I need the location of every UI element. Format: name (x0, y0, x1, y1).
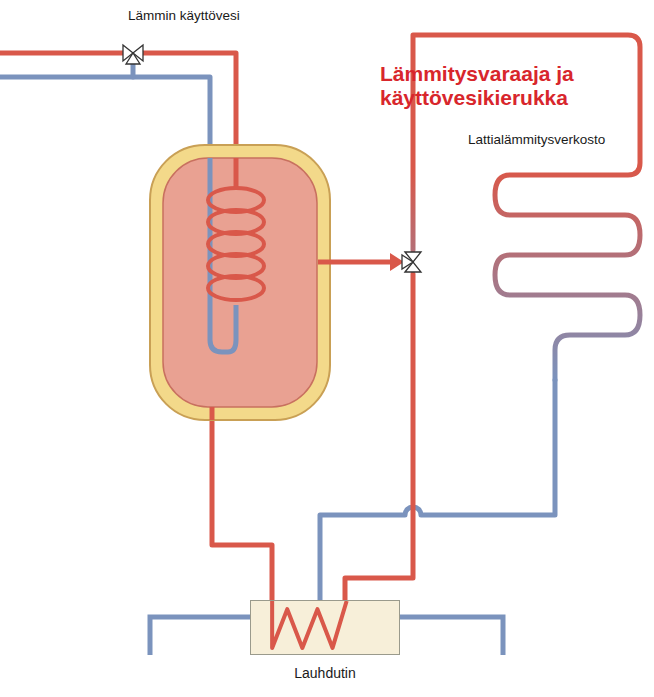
coil (208, 188, 264, 300)
node-label: Lauhdutin (250, 665, 400, 681)
condenser-coil (251, 601, 399, 654)
three-way-valve (402, 252, 421, 272)
flow-arrow (318, 260, 392, 265)
tank-water (163, 158, 317, 407)
pipe-label: Lämmin käyttövesi (128, 8, 240, 23)
coil-outlet (234, 158, 239, 190)
return-pipe (320, 380, 555, 600)
coil-loop (208, 276, 264, 300)
diagram-title: Lämmitysvaraaja ja käyttövesikierukka (380, 62, 620, 110)
tank-insulation (150, 145, 330, 420)
pipe-label: Lattialämmitysverkosto (468, 132, 605, 147)
tank-outlet-pipe (212, 400, 272, 600)
condenser-housing (250, 600, 400, 655)
mixing-valve (123, 45, 143, 64)
condenser-box: Lauhdutin (250, 600, 400, 681)
supply-pipe (345, 274, 413, 600)
